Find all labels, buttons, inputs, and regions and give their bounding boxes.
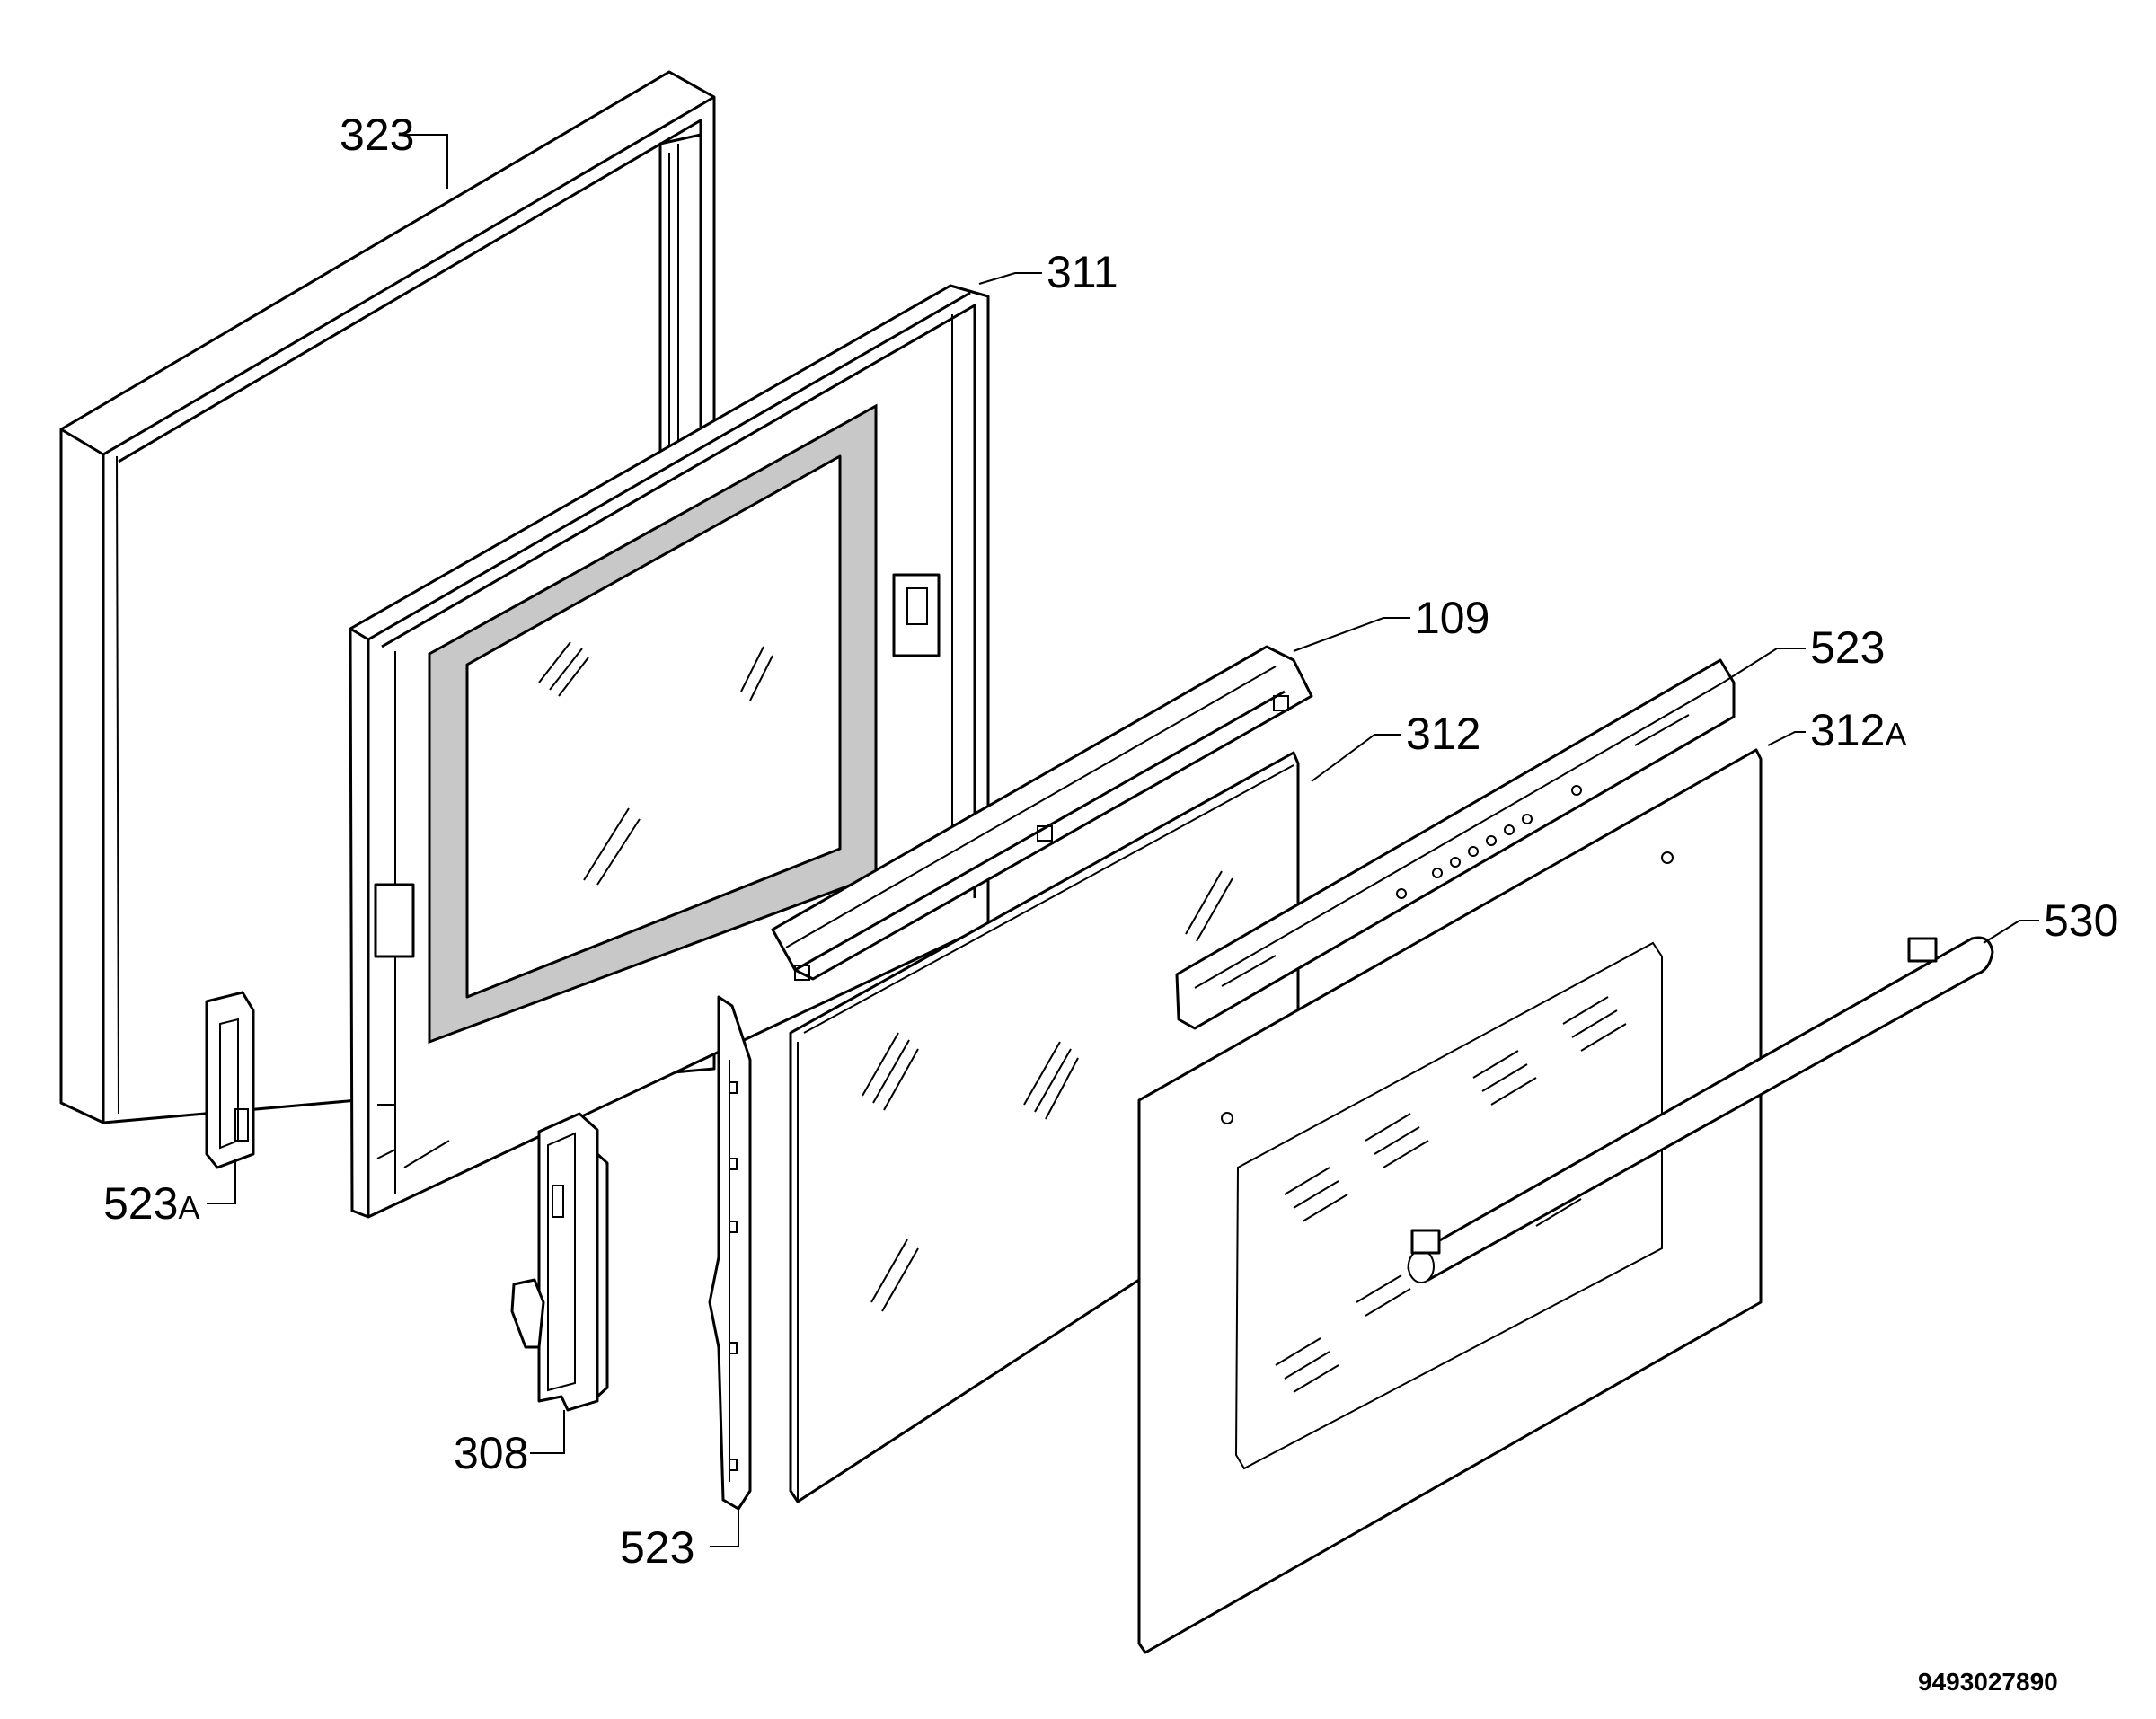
document-number: 9493027890 bbox=[1918, 1668, 2058, 1696]
part-311-inner-door bbox=[349, 284, 990, 1219]
callout-312a: 312A bbox=[1810, 705, 1906, 755]
svg-text:312: 312 bbox=[1406, 709, 1480, 759]
part-312a-front-glass bbox=[1137, 748, 1763, 1654]
part-523-vertical-rail bbox=[708, 995, 752, 1511]
callout-523-top: 523 bbox=[1810, 622, 1885, 673]
part-308-hinge bbox=[510, 1112, 609, 1412]
part-523-side-rail bbox=[1175, 658, 1736, 1030]
svg-text:308: 308 bbox=[454, 1428, 528, 1478]
callout-308: 308 bbox=[454, 1428, 528, 1478]
svg-text:312A: 312A bbox=[1810, 705, 1906, 755]
callout-311: 311 bbox=[1047, 247, 1118, 297]
leader-lines bbox=[207, 134, 2039, 1547]
callout-109: 109 bbox=[1415, 593, 1489, 643]
callout-523a: 523A bbox=[103, 1178, 199, 1229]
part-523a-bracket bbox=[205, 991, 255, 1169]
svg-text:523A: 523A bbox=[103, 1178, 199, 1229]
callout-323: 323 bbox=[340, 110, 414, 160]
part-530-handle bbox=[1407, 936, 1994, 1283]
callout-523-bottom: 523 bbox=[620, 1522, 694, 1573]
svg-text:109: 109 bbox=[1415, 593, 1489, 643]
svg-text:323: 323 bbox=[340, 110, 414, 160]
part-109-top-rail bbox=[771, 645, 1313, 981]
svg-text:311: 311 bbox=[1047, 247, 1118, 297]
callout-312: 312 bbox=[1406, 709, 1480, 759]
svg-text:523: 523 bbox=[1810, 622, 1885, 673]
svg-text:530: 530 bbox=[2044, 895, 2118, 946]
svg-text:523: 523 bbox=[620, 1522, 694, 1573]
callout-530: 530 bbox=[2044, 895, 2118, 946]
